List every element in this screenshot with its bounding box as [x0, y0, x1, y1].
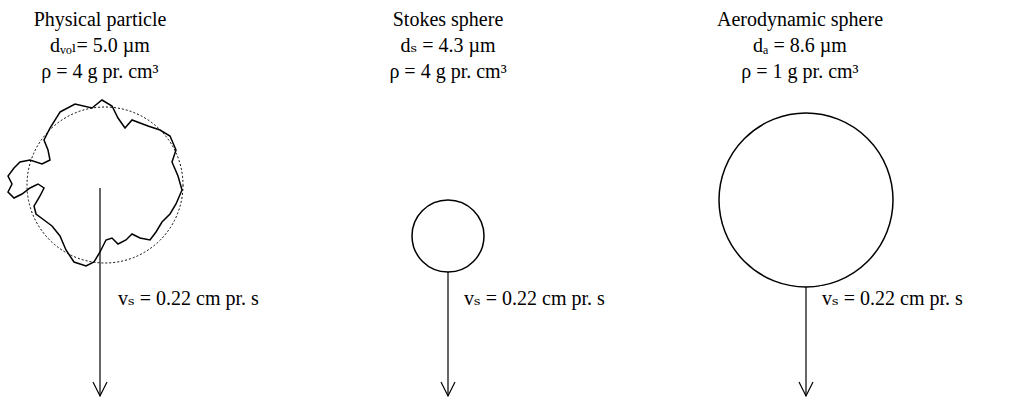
property-text: ρ = 4 g pr. cm³ — [385, 58, 510, 84]
velocity-label: vₛ = 0.22 cm pr. s — [820, 286, 965, 310]
particle-heading: Aerodynamic spheredₐ = 8.6 µmρ = 1 g pr.… — [713, 6, 887, 84]
property-text: dᵥₒₗ= 5.0 µm — [30, 32, 171, 58]
heading-text: Physical particle — [30, 6, 171, 32]
velocity-label: vₛ = 0.22 cm pr. s — [462, 286, 607, 310]
property-text: dₐ = 8.6 µm — [713, 32, 887, 58]
heading-text: Stokes sphere — [385, 6, 510, 32]
heading-text: Aerodynamic sphere — [713, 6, 887, 32]
particle-heading: Physical particledᵥₒₗ= 5.0 µmρ = 4 g pr.… — [30, 6, 171, 84]
arrow-head — [799, 382, 813, 396]
property-text: ρ = 4 g pr. cm³ — [30, 58, 171, 84]
velocity-arrow — [447, 272, 448, 396]
aerodynamic-sphere — [719, 113, 893, 287]
particle-outline — [8, 100, 182, 266]
particle-heading: Stokes spheredₛ = 4.3 µmρ = 4 g pr. cm³ — [385, 6, 510, 84]
velocity-arrow — [99, 188, 100, 396]
velocity-arrow — [805, 287, 806, 396]
property-text: dₛ = 4.3 µm — [385, 32, 510, 58]
stokes-sphere — [412, 200, 484, 272]
arrow-head — [93, 382, 107, 396]
property-text: ρ = 1 g pr. cm³ — [713, 58, 887, 84]
velocity-label: vₛ = 0.22 cm pr. s — [116, 286, 261, 310]
arrow-head — [441, 382, 455, 396]
